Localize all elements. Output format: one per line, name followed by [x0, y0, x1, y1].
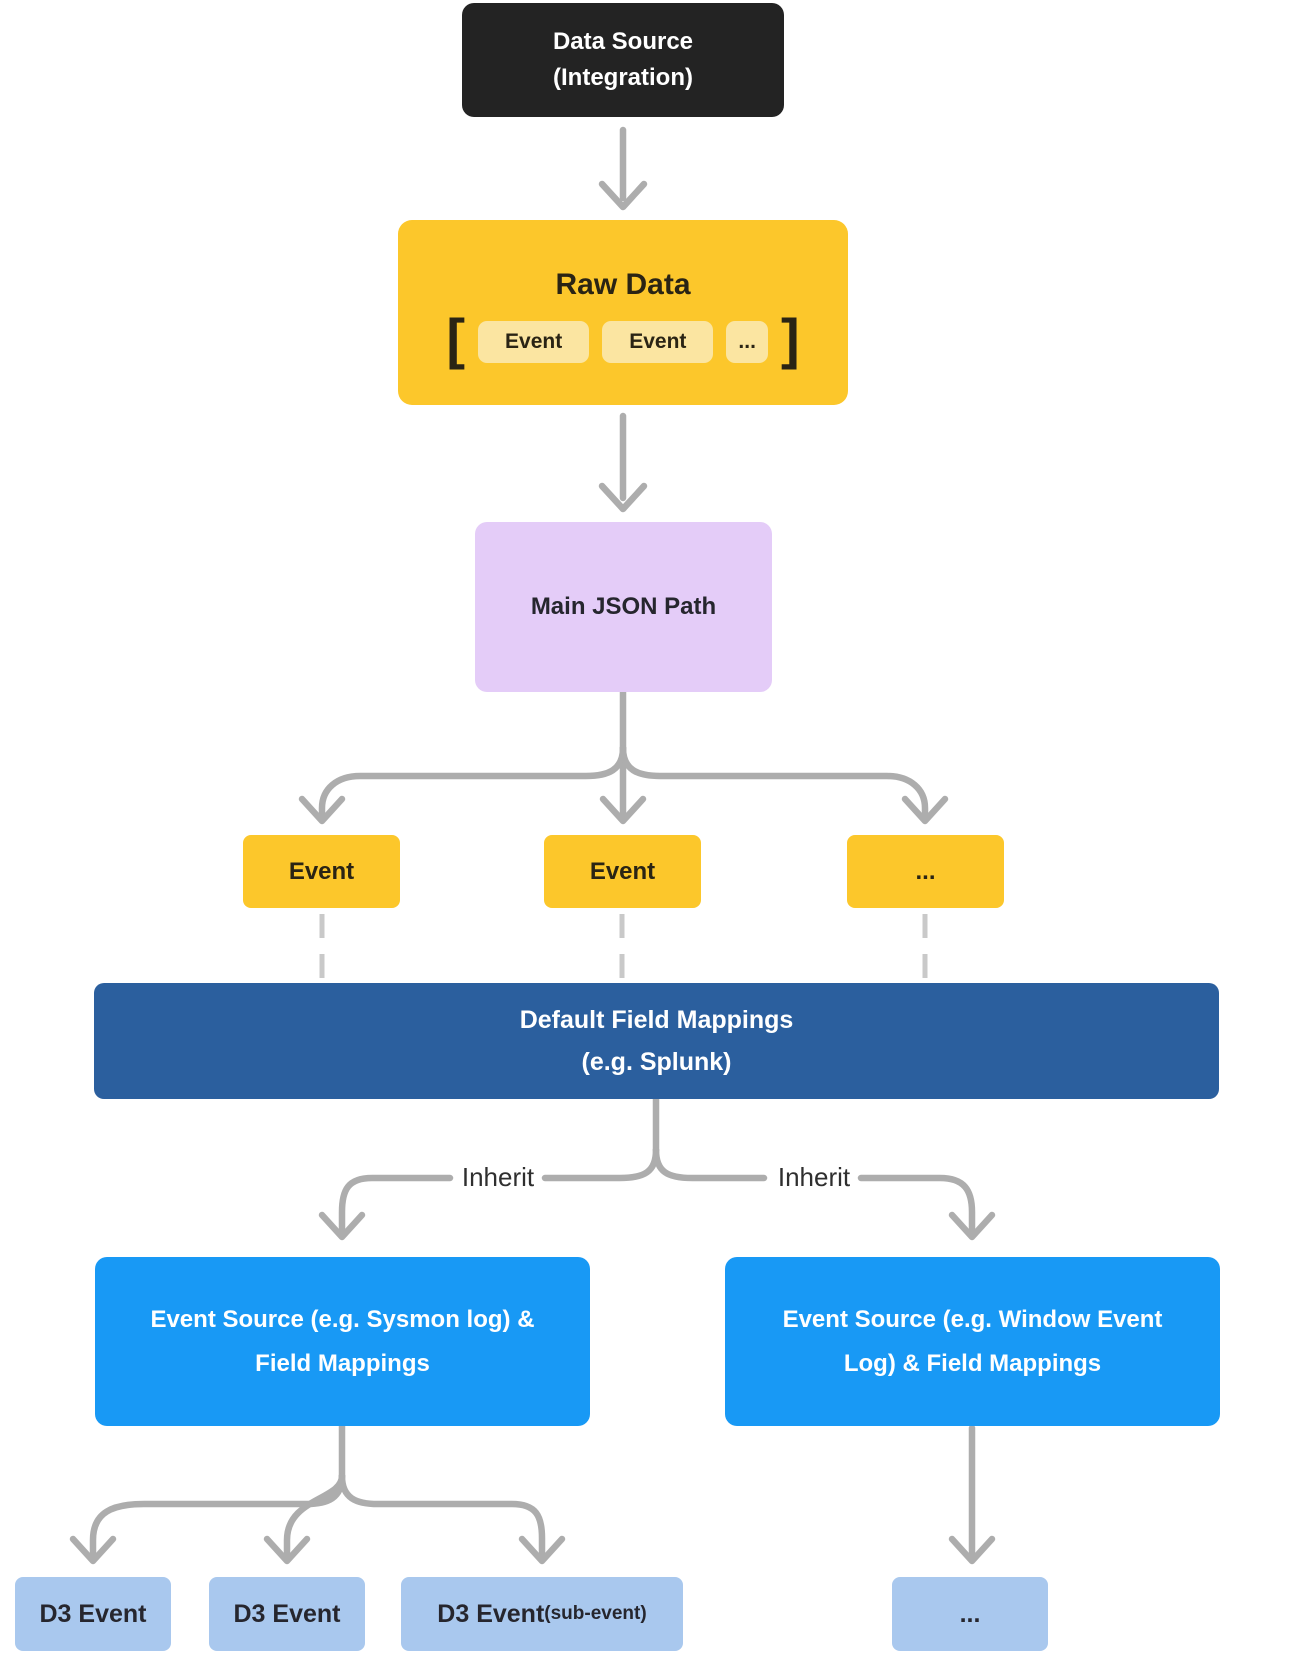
- event-source-windows-node: Event Source (e.g. Window Event Log) & F…: [725, 1257, 1220, 1426]
- event-node-1: Event: [243, 835, 400, 908]
- close-bracket: ]: [780, 306, 800, 370]
- branch-jsonpath-to-events: [298, 688, 949, 825]
- dashed-links-events-to-mappings: [319, 914, 928, 982]
- event-chip-ellipsis: ...: [726, 320, 768, 363]
- d3-event-node-1: D3 Event: [15, 1577, 171, 1651]
- event-chip: Event: [478, 320, 590, 363]
- d3-event-label: ...: [959, 1599, 981, 1628]
- d3-event-label: D3 Event: [233, 1599, 341, 1628]
- arrow-datasource-to-rawdata: [598, 126, 648, 211]
- event-source-windows-line1: Event Source (e.g. Window Event: [782, 1306, 1163, 1334]
- event-source-windows-line2: Log) & Field Mappings: [843, 1349, 1102, 1377]
- main-json-path-label: Main JSON Path: [530, 593, 717, 620]
- inherit-label-left: Inherit: [461, 1162, 535, 1192]
- event-source-sysmon-line2: Field Mappings: [255, 1349, 430, 1377]
- d3-event-node-ellipsis: ...: [892, 1577, 1048, 1651]
- event-source-sysmon-line1: Event Source (e.g. Sysmon log) &: [150, 1306, 535, 1334]
- d3-event-node-2: D3 Event: [209, 1577, 365, 1651]
- arrow-windows-to-d3event: [948, 1424, 996, 1565]
- arrow-rawdata-to-jsonpath: [598, 412, 648, 513]
- event-node-label: ...: [915, 857, 936, 885]
- data-source-node: Data Source (Integration): [462, 3, 784, 117]
- data-source-label-line2: (Integration): [553, 64, 693, 91]
- default-field-mappings-line1: Default Field Mappings: [519, 1005, 794, 1034]
- d3-event-subevent-node: D3 Event(sub-event): [401, 1577, 683, 1651]
- raw-data-title: Raw Data: [555, 267, 691, 301]
- raw-data-event-list: [ Event Event ... ]: [446, 306, 800, 370]
- event-node-label: Event: [589, 857, 656, 885]
- event-source-sysmon-node: Event Source (e.g. Sysmon log) & Field M…: [95, 1257, 590, 1426]
- event-node-label: Event: [288, 857, 355, 885]
- default-field-mappings-node: Default Field Mappings (e.g. Splunk): [94, 983, 1219, 1099]
- d3-event-label: D3 Event: [437, 1599, 545, 1628]
- main-json-path-node: Main JSON Path: [475, 522, 772, 692]
- inherit-label-right: Inherit: [777, 1162, 851, 1192]
- event-chip: Event: [602, 320, 714, 363]
- event-node-2: Event: [544, 835, 701, 908]
- default-field-mappings-line2: (e.g. Splunk): [581, 1048, 732, 1076]
- branch-mappings-inherit: [318, 1095, 996, 1241]
- raw-data-node: Raw Data [ Event Event ... ]: [398, 220, 848, 405]
- open-bracket: [: [446, 306, 466, 370]
- data-source-label-line1: Data Source: [552, 28, 694, 55]
- branch-sysmon-to-d3events: [69, 1422, 566, 1565]
- event-node-ellipsis: ...: [847, 835, 1004, 908]
- d3-event-subevent-suffix: (sub-event): [544, 1603, 647, 1624]
- d3-event-label: D3 Event: [39, 1599, 147, 1628]
